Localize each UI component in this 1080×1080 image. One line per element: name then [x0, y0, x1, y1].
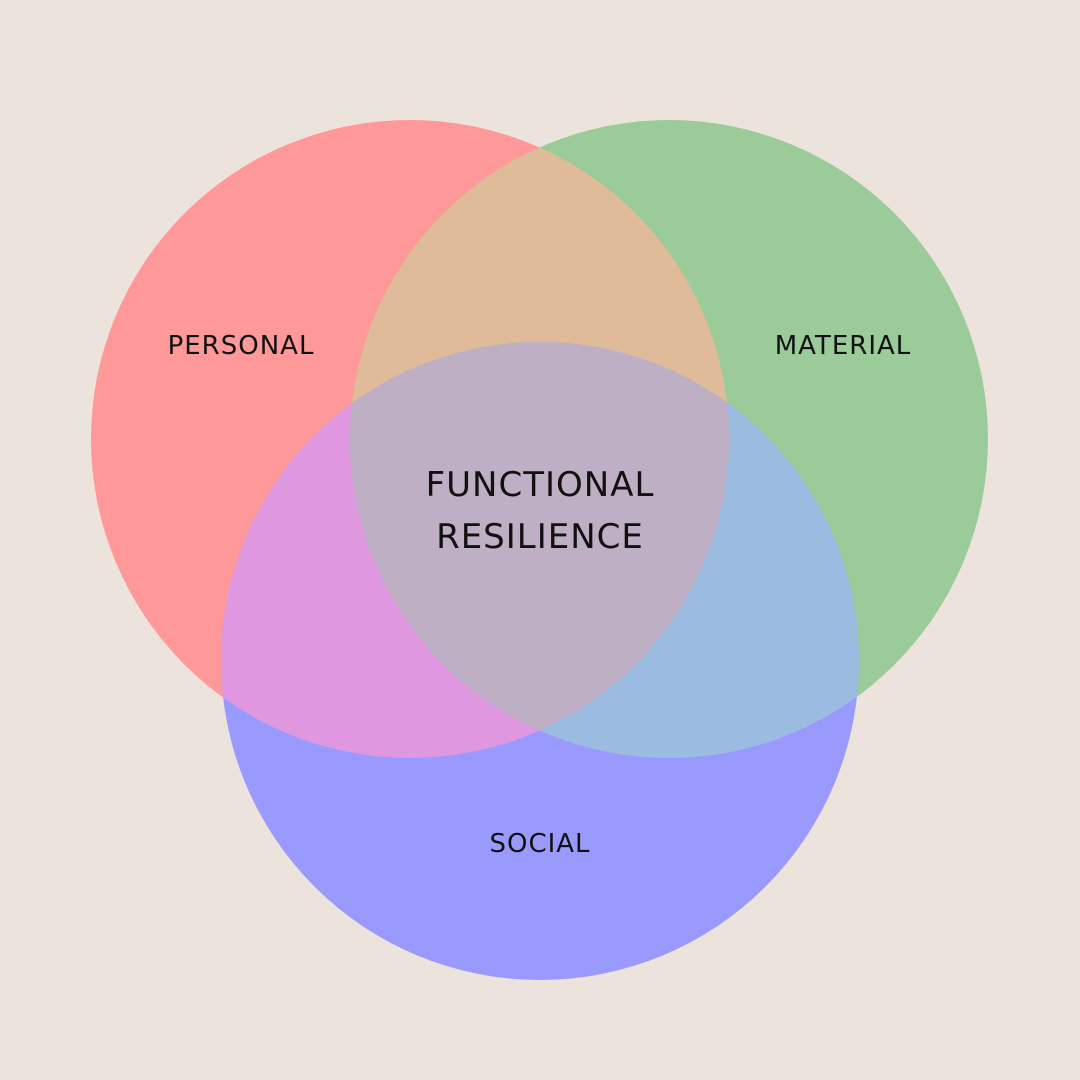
center-label-line1: FUNCTIONAL [425, 465, 655, 505]
label-material: MATERIAL [774, 331, 912, 361]
label-personal: PERSONAL [167, 331, 315, 361]
center-label-line2: RESILIENCE [436, 517, 644, 557]
center-label: FUNCTIONAL RESILIENCE [426, 459, 655, 563]
label-social: SOCIAL [489, 829, 591, 859]
overlap-all [350, 342, 729, 758]
